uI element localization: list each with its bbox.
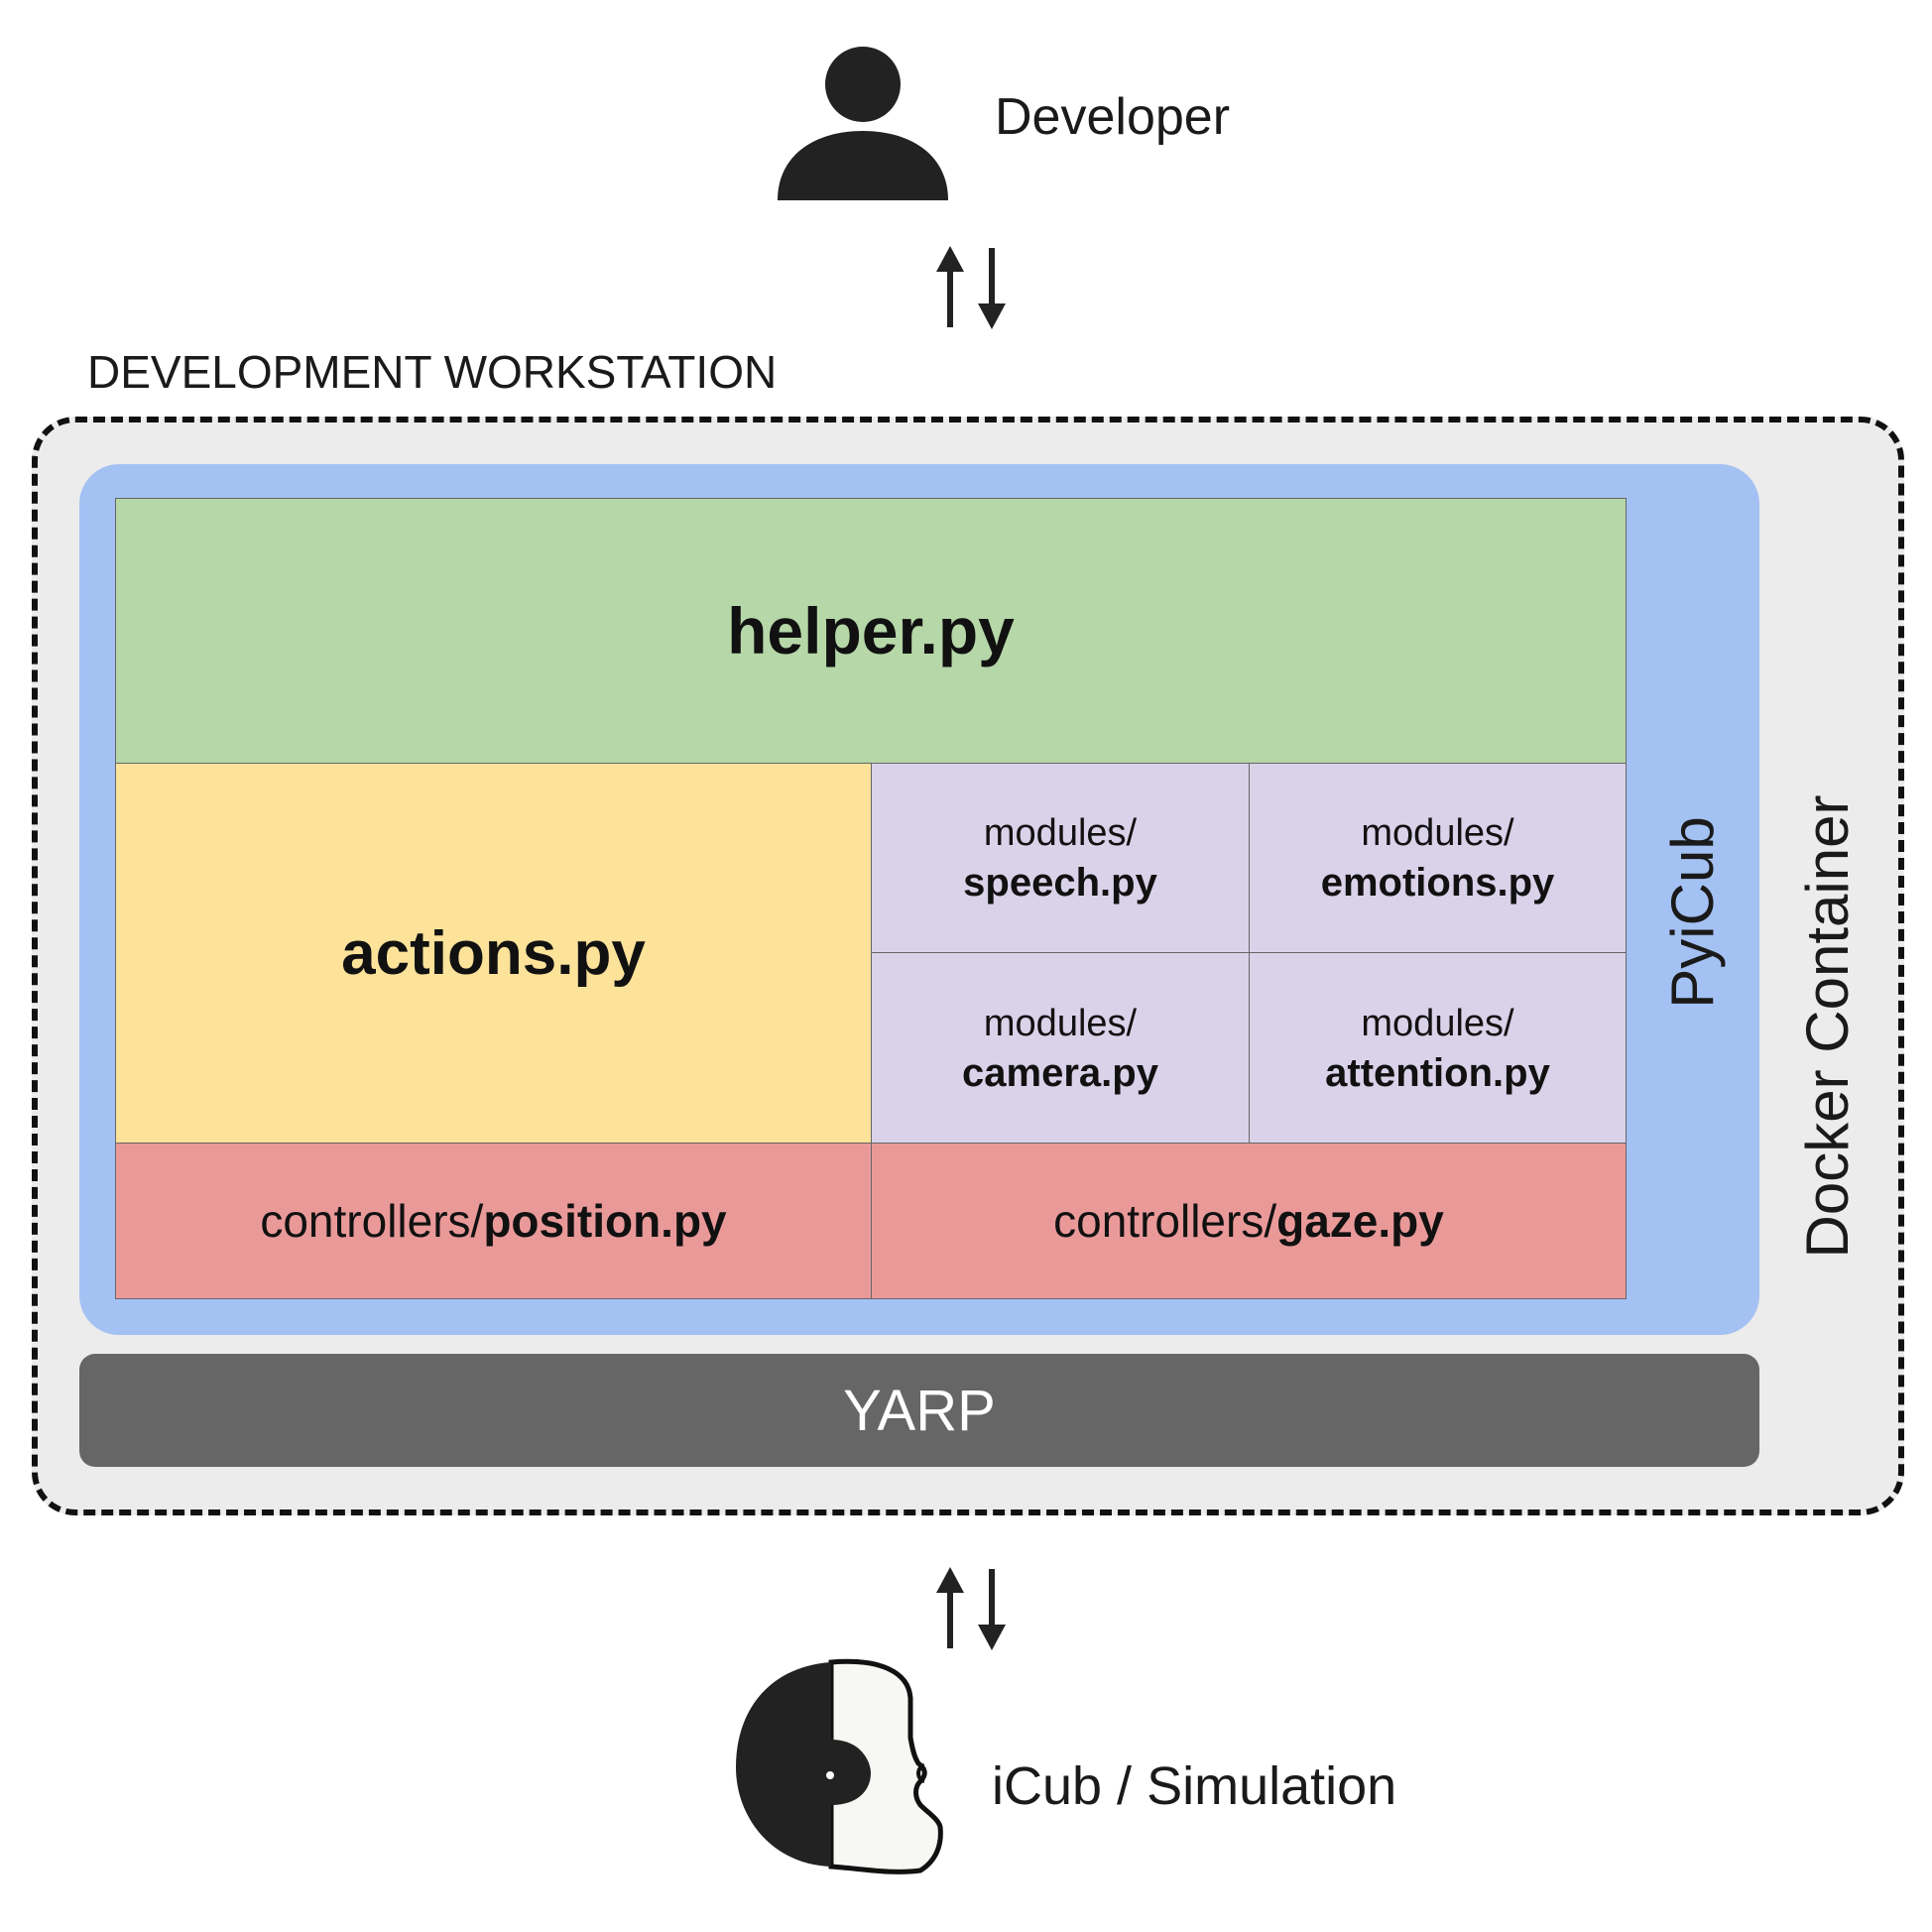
module-dir-label: modules/ — [1361, 1002, 1514, 1044]
emotions-module[interactable]: modules/ emotions.py — [1249, 763, 1627, 953]
module-file-label: camera.py — [962, 1050, 1158, 1095]
bidirectional-arrows-icon — [936, 246, 1006, 329]
helper-label: helper.py — [727, 594, 1015, 667]
controller-dir-label: controllers/ — [260, 1195, 484, 1247]
module-dir-label: modules/ — [983, 812, 1138, 854]
module-file-label: emotions.py — [1320, 861, 1555, 905]
yarp-label: YARP — [843, 1378, 996, 1443]
yarp-layer[interactable]: YARP — [79, 1354, 1759, 1467]
bidirectional-arrows-icon — [936, 1567, 1006, 1650]
module-dir-label: modules/ — [1361, 812, 1514, 854]
position-controller[interactable]: controllers/position.py — [115, 1143, 872, 1299]
pyicub-label: PyiCub — [1659, 816, 1726, 1009]
module-file-label: speech.py — [963, 861, 1157, 905]
module-file-label: attention.py — [1325, 1050, 1550, 1095]
developer-label: Developer — [995, 88, 1231, 146]
speech-module[interactable]: modules/ speech.py — [871, 763, 1250, 953]
icub-head-icon — [736, 1658, 943, 1874]
docker-container-label: Docker Container — [1794, 794, 1861, 1259]
module-dir-label: modules/ — [983, 1002, 1138, 1044]
controller-file-label: gaze.py — [1276, 1195, 1444, 1247]
camera-module[interactable]: modules/ camera.py — [871, 952, 1250, 1144]
person-icon — [778, 47, 948, 200]
attention-module[interactable]: modules/ attention.py — [1249, 952, 1627, 1144]
icub-simulation-label: iCub / Simulation — [992, 1756, 1397, 1816]
workstation-title: DEVELOPMENT WORKSTATION — [87, 346, 778, 398]
helper-module[interactable]: helper.py — [115, 498, 1627, 764]
controller-file-label: position.py — [483, 1195, 727, 1247]
controller-dir-label: controllers/ — [1053, 1195, 1277, 1247]
gaze-controller[interactable]: controllers/gaze.py — [871, 1143, 1627, 1299]
actions-label: actions.py — [341, 918, 646, 988]
actions-module[interactable]: actions.py — [115, 763, 872, 1144]
